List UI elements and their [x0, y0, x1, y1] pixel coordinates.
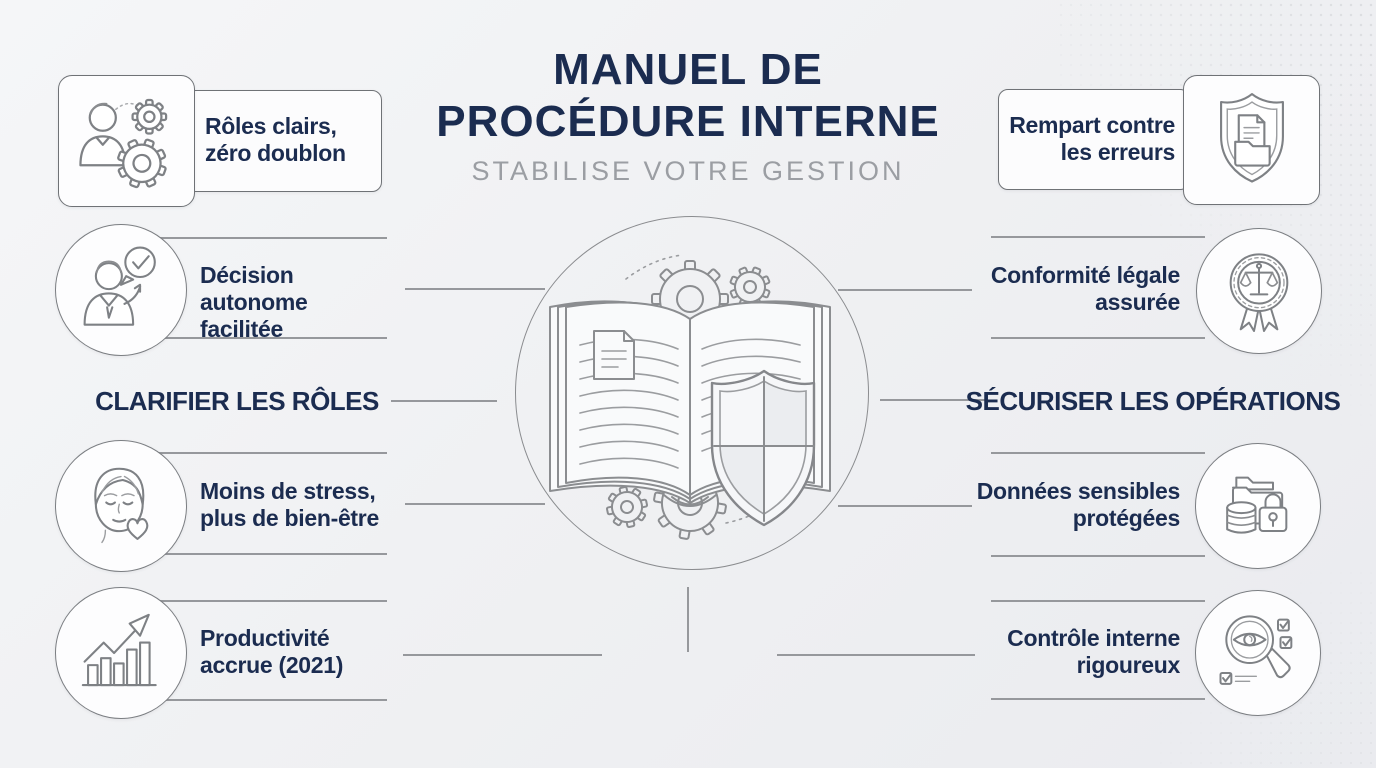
- shield-documents-icon: [1219, 93, 1284, 183]
- bracket-line: [991, 698, 1205, 700]
- bracket-line: [150, 337, 387, 339]
- connector-line: [403, 654, 602, 656]
- benefit-text-line: Rempart contre: [1009, 112, 1175, 138]
- bracket-line: [991, 452, 1205, 454]
- benefit-icon-frame: [58, 75, 195, 207]
- benefit-text-line: Décision autonome: [200, 262, 308, 315]
- bracket-line: [991, 600, 1205, 602]
- benefit-text-line: Données sensibles: [976, 478, 1181, 504]
- person-gears-icon: [78, 98, 167, 189]
- benefit-text-line: les erreurs: [1060, 139, 1176, 165]
- benefit-text-line: Conformité légale: [990, 262, 1180, 288]
- bracket-line: [150, 600, 387, 602]
- book-page-fan: [663, 494, 718, 508]
- center-stem-line: [687, 587, 689, 652]
- title-line-1: MANUEL DE: [553, 45, 823, 94]
- connector-line: [838, 505, 972, 507]
- benefit-icon-frame: [1196, 228, 1322, 354]
- gear-large: [116, 138, 167, 189]
- benefit-text-line: Contrôle interne: [1007, 625, 1180, 651]
- connector-line: [405, 503, 545, 505]
- benefit-icon-frame: [55, 440, 187, 572]
- bracket-line: [991, 555, 1205, 557]
- open-book-shield-gears-illustration: [549, 254, 832, 541]
- benefit-text-line: plus de bien-être: [200, 505, 379, 531]
- audit-magnifier-icon: [1219, 615, 1293, 685]
- benefit-text-line: facilitée: [200, 316, 283, 342]
- heading-connector-line: [880, 399, 986, 401]
- benefit-text: Décision autonome facilitée: [200, 262, 400, 343]
- gear-small: [130, 98, 167, 135]
- calm-face-heart-icon: [94, 467, 149, 544]
- bracket-line: [150, 553, 387, 555]
- benefit-text-line: Productivité: [200, 625, 330, 651]
- benefit-text: Données sensibles protégées: [960, 478, 1181, 532]
- person-check-icon: [83, 246, 156, 326]
- benefit-text: Rempart contre les erreurs: [990, 112, 1175, 166]
- connector-line: [838, 289, 972, 291]
- benefit-text-line: accrue (2021): [200, 652, 344, 678]
- benefit-icon-frame: [55, 587, 187, 719]
- database-lock-icon: [1226, 476, 1288, 534]
- central-illustration: [515, 216, 869, 570]
- gear-bottom-small: [606, 486, 649, 529]
- section-heading-right: SÉCURISER LES OPÉRATIONS: [965, 386, 1341, 416]
- benefit-icon-frame: [55, 224, 187, 356]
- document-icon: [593, 330, 636, 381]
- dot-texture-top-right: [1056, 0, 1376, 430]
- benefit-text-line: rigoureux: [1076, 652, 1181, 678]
- benefit-text: Productivité accrue (2021): [200, 625, 400, 679]
- title-line-2: PROCÉDURE INTERNE: [436, 97, 940, 146]
- bracket-line: [991, 337, 1205, 339]
- benefit-text: Contrôle interne rigoureux: [960, 625, 1180, 679]
- heading-connector-line: [391, 400, 497, 402]
- legal-badge-icon: [1229, 253, 1289, 332]
- benefit-icon-frame: [1183, 75, 1320, 205]
- benefit-text: Moins de stress, plus de bien-être: [200, 478, 400, 532]
- connector-line: [777, 654, 975, 656]
- bracket-line: [150, 699, 387, 701]
- bracket-line: [150, 452, 387, 454]
- book-page-fan: [671, 496, 710, 506]
- connector-line: [405, 288, 545, 290]
- benefit-text: Rôles clairs, zéro doublon: [205, 113, 375, 167]
- growth-chart-icon: [81, 613, 157, 687]
- header: MANUEL DE PROCÉDURE INTERNE STABILISE VO…: [0, 44, 1376, 187]
- benefit-icon-frame: [1195, 590, 1321, 716]
- benefit-text-line: assurée: [1095, 289, 1180, 315]
- bracket-line: [150, 237, 387, 239]
- benefit-text-line: zéro doublon: [205, 140, 346, 166]
- benefit-card: [186, 90, 382, 192]
- bracket-line: [991, 236, 1205, 238]
- benefit-text-line: Rôles clairs,: [205, 113, 337, 139]
- benefit-icon-frame: [1195, 443, 1321, 569]
- benefit-text: Conformité légale assurée: [960, 262, 1180, 316]
- section-heading-left: CLARIFIER LES RÔLES: [95, 386, 379, 416]
- gear-top-small: [730, 267, 771, 308]
- page-title: MANUEL DE PROCÉDURE INTERNE: [0, 44, 1376, 148]
- benefit-text-line: Moins de stress,: [200, 478, 376, 504]
- page-subtitle: STABILISE VOTRE GESTION: [471, 156, 905, 186]
- benefit-text-line: protégées: [1072, 505, 1181, 531]
